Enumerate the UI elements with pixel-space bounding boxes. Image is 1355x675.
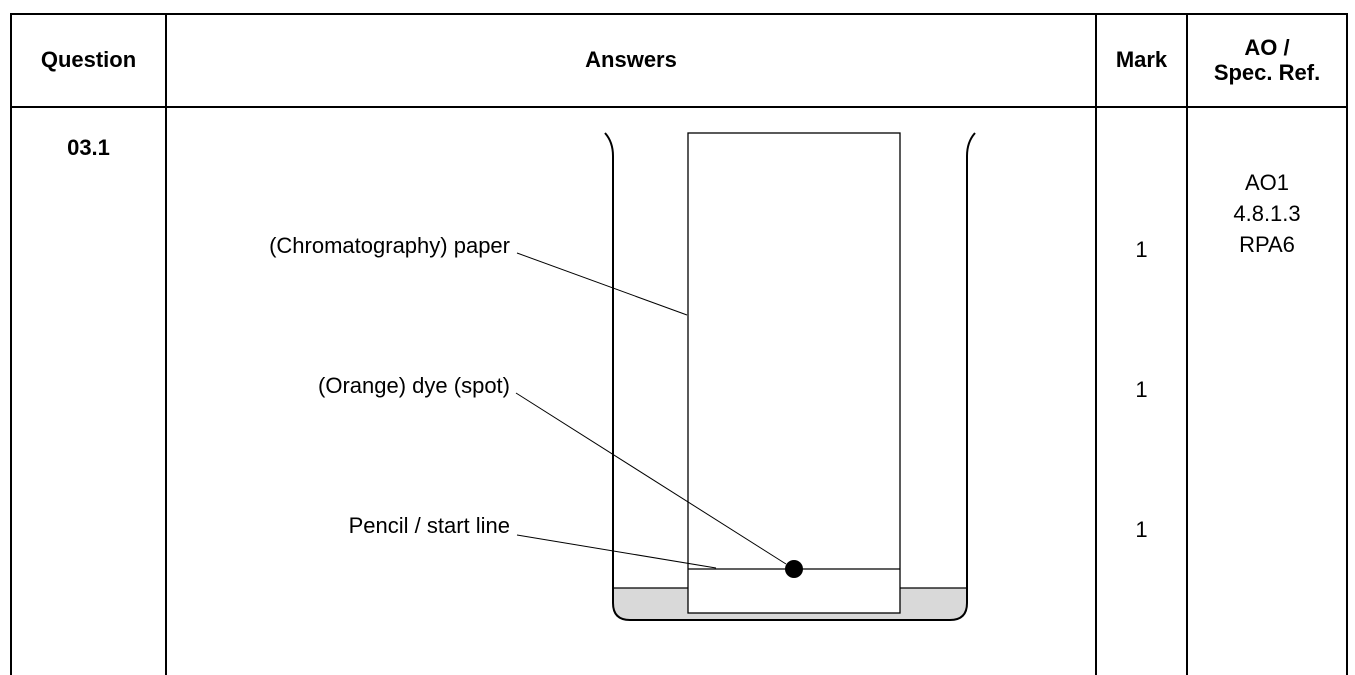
column-divider-mark — [1186, 13, 1188, 675]
header-ao-spec-ref: AO / Spec. Ref. — [1188, 15, 1346, 106]
header-question: Question — [12, 15, 165, 106]
label-paper: (Chromatography) paper — [269, 233, 510, 258]
leader-line-paper — [516, 252, 688, 316]
header-answers-label: Answers — [585, 47, 677, 73]
column-divider-answers — [1095, 13, 1097, 675]
label-start-line: Pencil / start line — [349, 513, 510, 538]
spec-reference: 4.8.1.3 — [1233, 201, 1301, 226]
header-question-label: Question — [40, 47, 137, 73]
mark-dye: 1 — [1135, 377, 1148, 402]
header-spec-ref-label: Spec. Ref. — [1213, 59, 1321, 85]
leader-line-start — [516, 534, 717, 569]
header-ao-label: AO / — [1244, 34, 1290, 60]
ao-reference: AO1 — [1244, 170, 1290, 195]
beaker-outline — [604, 132, 976, 621]
mark-paper: 1 — [1135, 237, 1148, 262]
dye-spot — [785, 560, 803, 578]
header-answers: Answers — [167, 15, 1095, 106]
mark-start-line: 1 — [1135, 517, 1148, 542]
table-border-right — [1346, 13, 1348, 675]
header-mark: Mark — [1097, 15, 1186, 106]
table-border-top — [10, 13, 1348, 15]
question-number: 03.1 — [67, 135, 110, 160]
rpa-reference: RPA6 — [1239, 232, 1295, 257]
column-divider-question — [165, 13, 167, 675]
table-header-divider — [10, 106, 1348, 108]
table-border-left — [10, 13, 12, 675]
leader-line-dye — [515, 392, 787, 565]
chromatography-paper — [687, 132, 901, 614]
label-dye: (Orange) dye (spot) — [318, 373, 510, 398]
header-mark-label: Mark — [1115, 47, 1168, 73]
